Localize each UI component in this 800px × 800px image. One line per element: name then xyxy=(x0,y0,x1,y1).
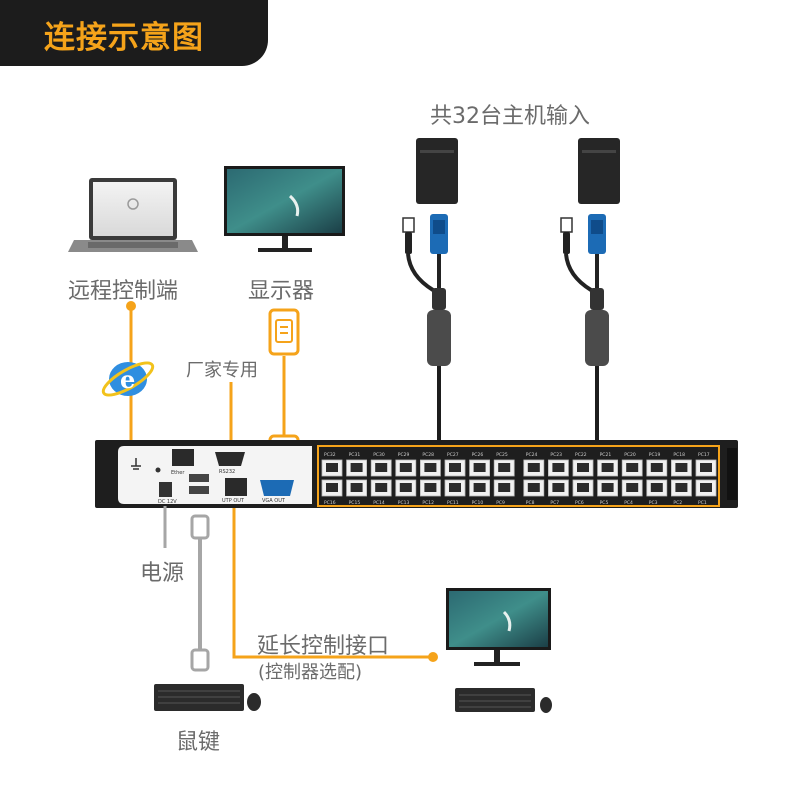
port-label: PC18 xyxy=(673,452,685,458)
browser-ie-icon: e xyxy=(101,361,155,397)
port-label: PC16 xyxy=(324,500,336,506)
extension-port-label: 延长控制接口 xyxy=(257,634,390,659)
port-label: PC2 xyxy=(673,500,682,506)
rj45-port-jack xyxy=(552,483,565,492)
monitor-icon xyxy=(224,166,345,252)
rj45-port-jack xyxy=(577,463,589,472)
port-label: PC15 xyxy=(349,500,361,506)
monitor-label: 显示器 xyxy=(248,279,315,304)
port-label: PC11 xyxy=(447,500,459,506)
rj45-port-jack xyxy=(601,483,614,492)
laptop-icon xyxy=(68,178,198,252)
rj45-port-jack xyxy=(399,463,412,472)
power-label: 电源 xyxy=(140,561,185,586)
port-label: PC5 xyxy=(600,500,609,506)
rj45-port-jack xyxy=(449,483,461,492)
rj45-port-jack xyxy=(527,463,540,472)
port-label: PC32 xyxy=(324,452,336,458)
title-tab: 连接示意图 xyxy=(0,0,268,66)
rj45-port-jack xyxy=(498,483,511,492)
port-label: PC4 xyxy=(624,500,633,506)
port-label: PC17 xyxy=(698,452,710,458)
port-label: PC30 xyxy=(373,452,385,458)
rj45-port-jack xyxy=(424,483,437,492)
vga-out-label: VGA OUT xyxy=(262,498,286,504)
rj45-port-jack xyxy=(326,463,338,472)
rj45-port-jack xyxy=(601,463,614,472)
rj45-port-jack xyxy=(473,463,486,472)
port-label: PC31 xyxy=(349,452,361,458)
ethernet-label: Ether xyxy=(171,470,185,476)
port-label: PC23 xyxy=(550,452,562,458)
extension-note-label: (控制器选配) xyxy=(258,662,363,683)
port-label: PC22 xyxy=(575,452,587,458)
rj45-port-jack xyxy=(326,483,338,492)
extension-connector-dot xyxy=(428,652,438,662)
utp-out-label: UTP OUT xyxy=(222,498,245,504)
port-label: PC12 xyxy=(422,500,434,506)
port-label: PC29 xyxy=(398,452,410,458)
usb-keyboard-cable xyxy=(190,514,210,672)
port-label: PC10 xyxy=(472,500,484,506)
rj45-port-jack xyxy=(626,463,639,472)
port-label: PC6 xyxy=(575,500,584,506)
hosts-label: 共32台主机输入 xyxy=(430,104,590,129)
usb-vga-dongle-right xyxy=(560,214,609,442)
host-pc-left xyxy=(416,138,458,204)
rj45-port-jack xyxy=(700,463,712,472)
port-label: PC27 xyxy=(447,452,459,458)
usb-vga-dongle-left xyxy=(402,214,451,442)
host-pc-right xyxy=(578,138,620,204)
port-label: PC9 xyxy=(496,500,505,506)
port-label: PC20 xyxy=(624,452,636,458)
vendor-only-label: 厂家专用 xyxy=(186,360,258,381)
keyboard-mouse-label: 鼠键 xyxy=(176,730,221,755)
port-label: PC26 xyxy=(472,452,484,458)
port-label: PC14 xyxy=(373,500,385,506)
port-label: PC25 xyxy=(496,452,508,458)
rj45-port-jack xyxy=(375,483,388,492)
port-label-layer: PC32 PC31 PC30 PC29 PC28 PC27 PC26 PC25 PC24 PC23… xyxy=(324,452,710,506)
port-label: PC7 xyxy=(550,500,559,506)
rj45-port-jack xyxy=(577,483,589,492)
rj45-port-jack xyxy=(498,463,511,472)
rj45-port-jack xyxy=(350,463,363,472)
diagram-title: 连接示意图 xyxy=(44,20,204,56)
rj45-port-jack xyxy=(650,483,663,492)
rj45-port-jack xyxy=(700,483,712,492)
port-label: PC8 xyxy=(526,500,535,506)
rj45-port-jack xyxy=(473,483,486,492)
rj45-port-jack xyxy=(527,483,540,492)
rs232-label: RS232 xyxy=(219,469,235,475)
port-label: PC28 xyxy=(422,452,434,458)
port-label: PC1 xyxy=(698,500,707,506)
svg-text:e: e xyxy=(120,365,135,394)
remote-connector-dot xyxy=(126,301,136,311)
rj45-port-jack xyxy=(399,483,412,492)
rj45-port-grid xyxy=(321,459,717,497)
port-label: PC3 xyxy=(649,500,658,506)
rj45-port-jack xyxy=(552,463,565,472)
rj45-port-jack xyxy=(424,463,437,472)
port-label: PC24 xyxy=(526,452,538,458)
rj45-port-jack xyxy=(350,483,363,492)
rj45-port-jack xyxy=(675,463,688,472)
keyboard-mouse-left-icon xyxy=(154,684,261,711)
port-label: PC13 xyxy=(398,500,410,506)
port-label: PC19 xyxy=(649,452,661,458)
rj45-port-jack xyxy=(449,463,461,472)
rj45-port-jack xyxy=(375,463,388,472)
dc-label: DC 12V xyxy=(158,499,177,505)
keyboard-mouse-right-icon xyxy=(455,688,552,713)
extension-monitor-icon xyxy=(446,588,551,666)
rj45-port-jack xyxy=(675,483,688,492)
port-label: PC21 xyxy=(600,452,612,458)
rj45-port-jack xyxy=(626,483,639,492)
vga-plug-top-icon xyxy=(268,308,300,356)
remote-control-label: 远程控制端 xyxy=(68,279,179,304)
rj45-port-jack xyxy=(650,463,663,472)
